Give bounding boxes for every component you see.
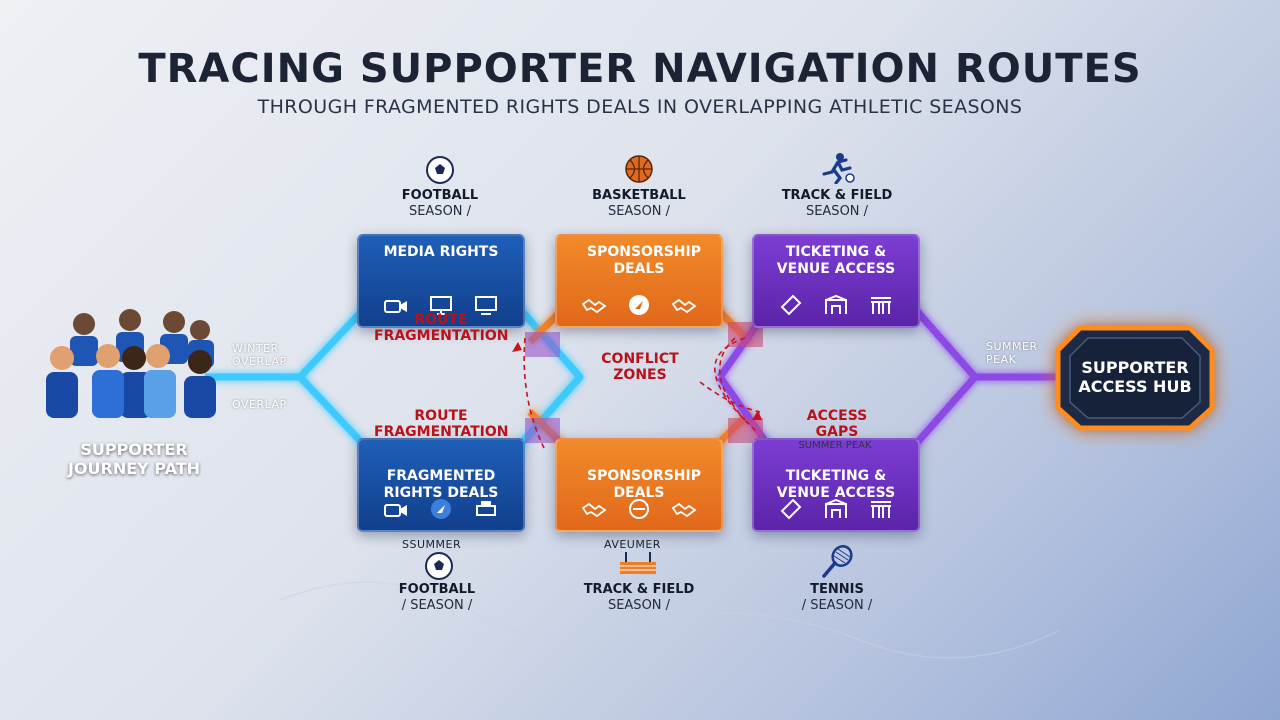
- season-name: TRACK & FIELD: [583, 582, 695, 597]
- arch-icon: [824, 294, 847, 314]
- arrow-icon: [512, 342, 522, 352]
- ticket-icon: [780, 294, 802, 316]
- ticket-icon: [780, 498, 802, 520]
- ticketing-venue-top-box[interactable]: TICKETING & VENUE ACCESS: [752, 234, 920, 328]
- soccer-ball-icon: [426, 156, 454, 184]
- season-sub: SEASON /: [607, 598, 671, 613]
- stadium-icon: [871, 501, 892, 518]
- supporters-crowd-icon: [46, 309, 216, 418]
- route-fragmentation-bottom-label: ROUTE FRAGMENTATION: [374, 408, 509, 440]
- access-gaps-label: ACCESS GAPS: [806, 408, 868, 440]
- handshake-icon: [581, 502, 607, 518]
- box-label: SPONSORSHIP DEALS: [587, 244, 701, 277]
- box-label: TICKETING & VENUE ACCESS: [776, 468, 896, 501]
- conflict-zones-label: CONFLICT ZONES: [601, 351, 679, 383]
- video-camera-icon: [383, 300, 407, 313]
- page-subtitle: THROUGH FRAGMENTED RIGHTS DEALS IN OVERL…: [257, 96, 1023, 118]
- handshake-icon: [672, 502, 697, 518]
- conflict-paths: [523, 337, 761, 451]
- summer-peak-annotation: SUMMER PEAK: [798, 440, 872, 451]
- supporter-journey-label: SUPPORTER JOURNEY PATH: [67, 440, 201, 478]
- tennis-racket-icon: [822, 545, 853, 578]
- overlap-zone-left: [525, 332, 560, 357]
- arch-icon: [824, 498, 847, 518]
- box-label: TICKETING & VENUE ACCESS: [776, 244, 896, 277]
- track-icon: [620, 552, 656, 574]
- overlap-label: OVERLAP: [232, 398, 287, 411]
- sponsorship-deals-top-box[interactable]: SPONSORSHIP DEALS: [555, 234, 723, 328]
- handshake-icon: [581, 298, 607, 314]
- season-name: TENNIS: [810, 582, 864, 597]
- hub-label: SUPPORTER ACCESS HUB: [1078, 358, 1192, 396]
- route-fragmentation-top-label: ROUTE FRAGMENTATION: [374, 312, 509, 344]
- season-name: FOOTBALL: [398, 582, 476, 597]
- season-name: TRACK & FIELD: [781, 188, 893, 203]
- supporter-access-hub[interactable]: SUPPORTER ACCESS HUB: [1056, 328, 1214, 428]
- screen-icon: [475, 296, 498, 315]
- compass-icon: [628, 295, 649, 315]
- winter-overlap-label: WINTER OVERLAP: [232, 342, 287, 368]
- handshake-icon: [672, 298, 697, 314]
- ticketing-venue-bottom-box[interactable]: TICKETING & VENUE ACCESS: [752, 438, 920, 532]
- video-camera-icon: [383, 504, 407, 517]
- box-label: FRAGMENTED RIGHTS DEALS: [383, 468, 499, 501]
- box-label: MEDIA RIGHTS: [383, 244, 499, 260]
- season-above-label: SSUMMER: [402, 538, 462, 551]
- season-name: BASKETBALL: [592, 188, 686, 203]
- season-sub: SEASON /: [805, 204, 869, 219]
- runner-icon: [822, 153, 855, 184]
- monitor-icon: [429, 296, 452, 315]
- season-name: FOOTBALL: [401, 188, 479, 203]
- season-above-label: AVEUMER: [604, 538, 661, 551]
- season-sub: / SEASON /: [401, 598, 473, 613]
- soccer-ball-icon: [425, 552, 453, 580]
- stadium-icon: [871, 297, 892, 314]
- page-title: TRACING SUPPORTER NAVIGATION ROUTES: [138, 46, 1142, 92]
- world-map-background: [279, 581, 1061, 659]
- arrow-icon: [752, 410, 762, 420]
- printer-icon: [476, 501, 497, 516]
- fragmented-rights-box[interactable]: FRAGMENTED RIGHTS DEALS: [357, 438, 525, 532]
- badge-icon: [628, 499, 649, 519]
- sponsorship-deals-bottom-box[interactable]: SPONSORSHIP DEALS: [555, 438, 723, 532]
- summer-peak-label: SUMMER PEAK: [986, 340, 1038, 366]
- basketball-icon: [625, 155, 653, 183]
- season-sub: SEASON /: [607, 204, 671, 219]
- media-rights-box[interactable]: MEDIA RIGHTS: [357, 234, 525, 328]
- season-sub: SEASON /: [408, 204, 472, 219]
- overlap-zone-left-bottom: [525, 418, 560, 443]
- compass-icon: [430, 499, 451, 519]
- box-label: SPONSORSHIP DEALS: [587, 468, 701, 501]
- season-sub: / SEASON /: [801, 598, 873, 613]
